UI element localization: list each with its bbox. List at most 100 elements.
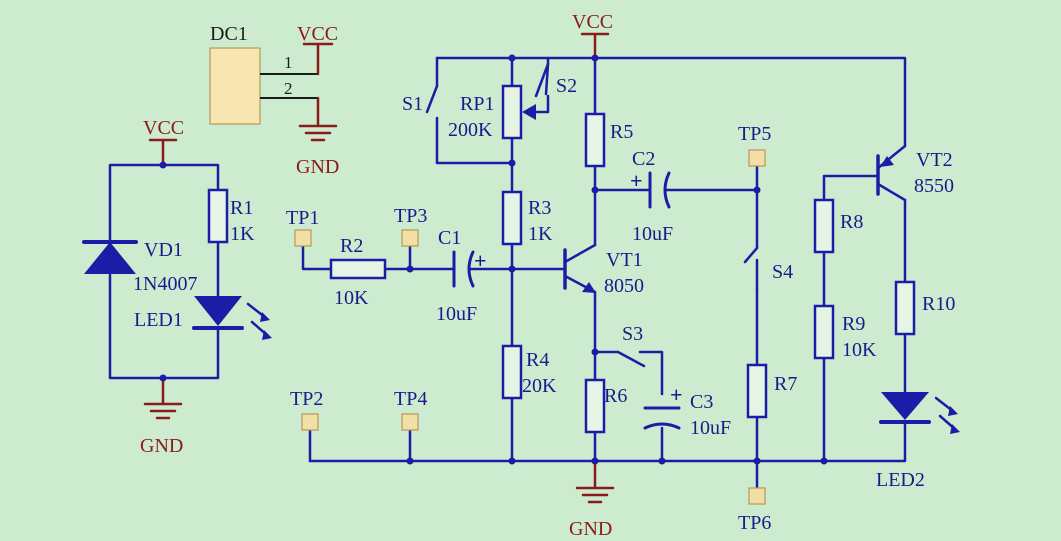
- junction: [591, 348, 599, 356]
- dc1-pin2: 2: [284, 79, 293, 98]
- r5-ref: R5: [610, 121, 633, 143]
- s4-switch: [743, 246, 759, 292]
- junction: [508, 159, 516, 167]
- transistors: VT1 8050 VT2 8550: [563, 144, 954, 297]
- junction: [159, 374, 167, 382]
- r3-resistor: [501, 190, 523, 246]
- r2-ref: R2: [340, 235, 363, 257]
- dc1-body: [209, 47, 261, 125]
- main-gnd-label: GND: [569, 518, 612, 540]
- r7-ref: R7: [774, 373, 797, 395]
- r4-resistor: [501, 344, 523, 400]
- main-vcc-symbol: [580, 32, 610, 60]
- s3-switch: [616, 350, 646, 368]
- s1-wires: [435, 56, 514, 165]
- s1-switch: [425, 84, 439, 114]
- dc1-vcc-symbol: [302, 42, 334, 76]
- resistors: R2 10K R3 1K R4 20K R5 R6 R7 R8 R9 10K R…: [329, 112, 955, 434]
- led2-arrowhead: [950, 424, 960, 434]
- main-wiring: VCC GND: [301, 11, 907, 540]
- junction: [820, 457, 828, 465]
- r9-ref: R9: [842, 313, 865, 335]
- s3-ref: S3: [622, 323, 643, 345]
- junction: [508, 265, 516, 273]
- junction: [591, 457, 599, 465]
- main-vcc-label: VCC: [572, 11, 613, 33]
- vt2-emitter-arrow: [880, 156, 894, 167]
- junction: [591, 186, 599, 194]
- junction: [406, 265, 414, 273]
- c3-ref: C3: [690, 391, 713, 413]
- junction: [508, 54, 516, 62]
- c2-plus: +: [630, 168, 643, 193]
- input-line: [301, 244, 567, 271]
- led1-arrowhead: [262, 330, 272, 340]
- vt1-emitter-arrow: [582, 282, 596, 293]
- r4-ref: R4: [526, 349, 549, 371]
- tp1-ref: TP1: [286, 207, 319, 229]
- tp3-pad: [401, 229, 419, 247]
- dc1-gnd-symbol: [298, 96, 338, 142]
- tp4-ref: TP4: [394, 388, 427, 410]
- junction: [753, 186, 761, 194]
- r5-resistor: [584, 112, 606, 168]
- c1-plus: +: [474, 248, 487, 273]
- s2-ref: S2: [556, 75, 577, 97]
- r3-ref: R3: [528, 197, 551, 219]
- rp1-ref: RP1: [460, 93, 494, 115]
- c3-plus: +: [670, 382, 683, 407]
- switches: S1 S2 S3 S4: [402, 62, 793, 368]
- c2-value: 10uF: [632, 223, 673, 245]
- r6-resistor: [584, 378, 606, 434]
- tp2-pad: [301, 413, 319, 431]
- junction: [406, 457, 414, 465]
- vt2-ref: VT2: [916, 149, 953, 171]
- vt2-value: 8550: [914, 175, 954, 197]
- junction: [508, 457, 516, 465]
- tp6-pad: [748, 487, 766, 505]
- tp6-ref: TP6: [738, 512, 771, 534]
- r9-value: 10K: [842, 339, 877, 361]
- tp4-pad: [401, 413, 419, 431]
- vt1-value: 8050: [604, 275, 644, 297]
- c3-value: 10uF: [690, 417, 731, 439]
- led2-ref: LED2: [876, 469, 925, 491]
- tp1-pad: [294, 229, 312, 247]
- r2-resistor: [329, 258, 387, 280]
- tp5-pad: [748, 149, 766, 167]
- r3-value: 1K: [528, 223, 553, 245]
- junction: [658, 457, 666, 465]
- r10-resistor: [894, 280, 916, 336]
- indicator-circuit: VCC GND VD1 1N4007 R1 1K LED1: [82, 117, 272, 457]
- vt1-ref: VT1: [606, 249, 643, 271]
- led1-arrowhead: [260, 312, 270, 322]
- junction: [591, 54, 599, 62]
- rp1-potentiometer: RP1 200K: [448, 84, 550, 141]
- r7-resistor: [746, 363, 768, 419]
- c1-ref: C1: [438, 227, 461, 249]
- r1-value: 1K: [230, 223, 255, 245]
- dc1-connector: DC1 1 2 VCC GND: [209, 23, 339, 178]
- rp1-value: 200K: [448, 119, 493, 141]
- dc1-gnd-label: GND: [296, 156, 339, 178]
- rp1-wiper-arrow: [522, 104, 536, 120]
- s1-ref: S1: [402, 93, 423, 115]
- led1-ref: LED1: [134, 309, 183, 331]
- test-points: TP1 TP3 TP2 TP4 TP5 TP6: [286, 123, 771, 534]
- r8-ref: R8: [840, 211, 863, 233]
- c1-value: 10uF: [436, 303, 477, 325]
- left-gnd-symbol: [143, 376, 183, 420]
- r9-resistor: [813, 304, 835, 360]
- r1-resistor: [207, 188, 229, 244]
- gnd-rail: [308, 420, 907, 463]
- led2-arrowhead: [948, 406, 958, 416]
- junction: [159, 161, 167, 169]
- r2-value: 10K: [334, 287, 369, 309]
- left-vcc-label: VCC: [143, 117, 184, 139]
- r1-ref: R1: [230, 197, 253, 219]
- r10-ref: R10: [922, 293, 955, 315]
- main-gnd-symbol: [575, 459, 615, 504]
- r8-r9-wires: [822, 174, 880, 463]
- c1-curved-plate: [467, 250, 475, 288]
